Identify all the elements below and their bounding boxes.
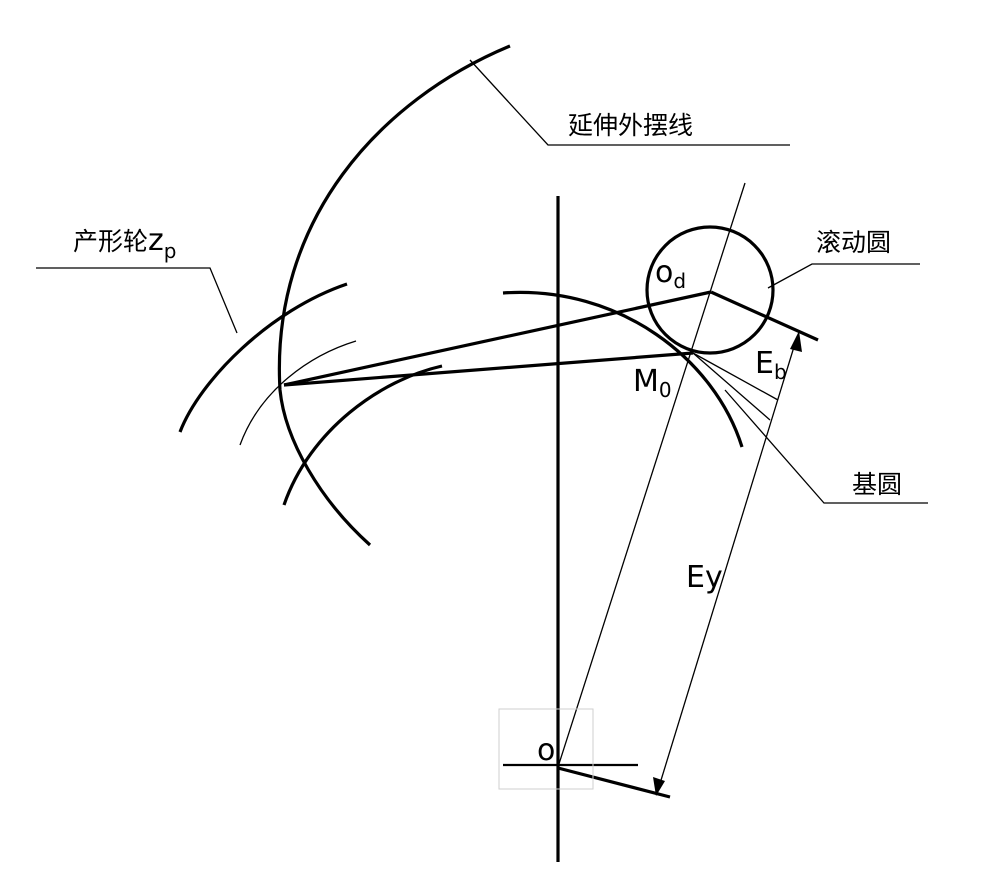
leader-generating-wheel (36, 267, 238, 334)
label-ey: Ey (686, 560, 723, 595)
label-extended-epicycloid: 延伸外摆线 (568, 111, 693, 140)
ey-dimension-line (657, 336, 798, 791)
ey-arrow-bottom-icon (653, 777, 665, 796)
label-base-circle: 基圆 (852, 470, 902, 499)
leader-extended-epicycloid (469, 59, 790, 146)
generating-wheel-curve-inner (282, 364, 443, 506)
label-eb: Eb (755, 346, 787, 384)
label-origin: o (537, 733, 555, 768)
center-line (557, 182, 746, 768)
generating-wheel-curve-thin (239, 340, 357, 446)
base-circle-arc (502, 290, 744, 448)
label-point-m0: M0 (633, 364, 672, 402)
generating-wheel-curve-outer (178, 282, 348, 433)
label-rolling-center: od (655, 255, 686, 293)
label-rolling-circle: 滚动圆 (816, 228, 891, 257)
line-vertex-to-m0 (283, 351, 694, 387)
origin-slanted-line (557, 766, 671, 799)
label-generating-wheel: 产形轮zp (73, 223, 176, 263)
origin-box (498, 708, 594, 790)
line-vertex-to-od (283, 290, 712, 387)
eb-dimension-line (692, 352, 779, 401)
leader-base-circle (724, 389, 928, 504)
extended-epicycloid-curve (277, 44, 511, 547)
base-circle-pointer (692, 352, 771, 421)
leader-rolling-circle (767, 263, 920, 289)
ey-arrow-top-icon (790, 331, 802, 352)
rolling-circle (645, 225, 775, 355)
radius-line-od (710, 290, 819, 342)
